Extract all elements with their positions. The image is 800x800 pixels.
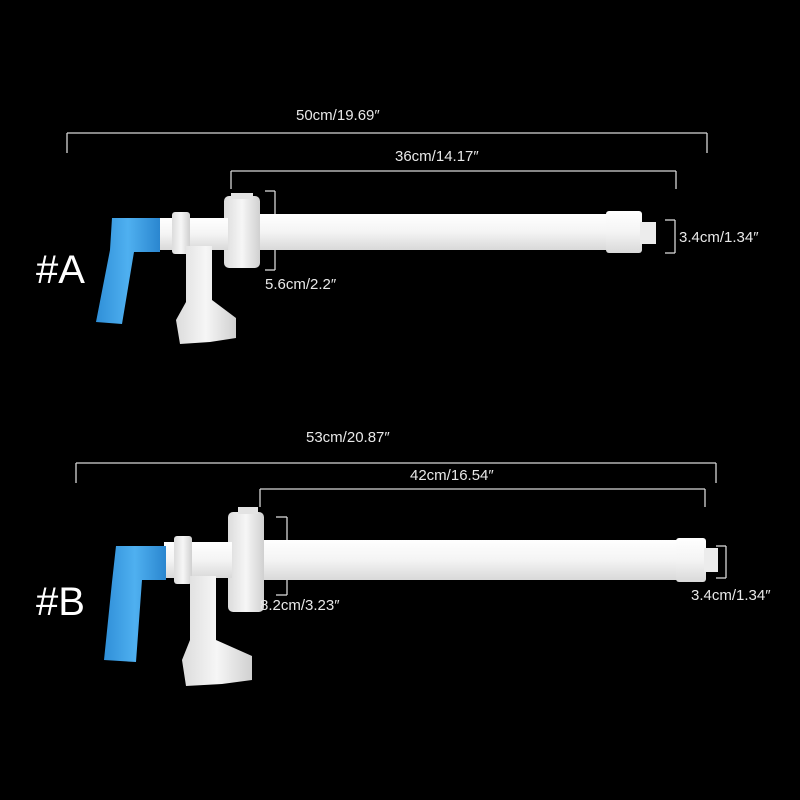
pump-b: [75, 462, 727, 686]
blue-handle-a: [96, 218, 160, 324]
pump-a: [66, 132, 708, 344]
dimension-line-overall-b: [75, 462, 717, 483]
flange-a: [224, 196, 260, 268]
tip-fitting-b: [676, 538, 706, 582]
tube-a: [258, 214, 610, 250]
overall-length-label-b: 53cm/20.87″: [306, 429, 390, 446]
tip-diameter-label-a: 3.4cm/1.34″: [679, 229, 759, 246]
flange-diameter-label-a: 5.6cm/2.2″: [265, 276, 337, 293]
dimension-line-tip-a: [665, 219, 676, 254]
flange-diameter-label-b: 8.2cm/3.23″: [260, 597, 340, 614]
flange-b: [228, 512, 264, 612]
tube-length-label-b: 42cm/16.54″: [410, 467, 494, 484]
spout-b: [182, 576, 252, 686]
spout-a: [176, 246, 236, 344]
dimension-line-tip-b: [716, 545, 727, 579]
overall-length-label-a: 50cm/19.69″: [296, 107, 380, 124]
tube-length-label-a: 36cm/14.17″: [395, 148, 479, 165]
blue-handle-b: [104, 546, 166, 662]
dimension-line-tube-b: [259, 488, 706, 507]
tip-fitting-a: [606, 211, 642, 253]
variant-label-a: #A: [36, 248, 85, 292]
tip-diameter-label-b: 3.4cm/1.34″: [691, 587, 771, 604]
dimension-line-tube-a: [230, 170, 677, 189]
body-a: [160, 218, 228, 250]
tube-b: [262, 540, 682, 580]
variant-label-b: #B: [36, 580, 85, 624]
dimension-line-overall-a: [66, 132, 708, 153]
